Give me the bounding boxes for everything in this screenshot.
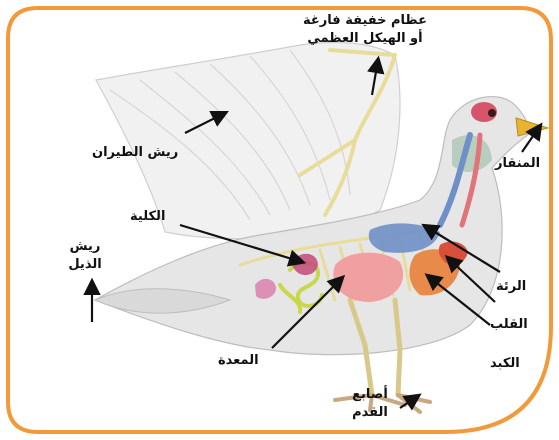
label-heart: القلب bbox=[490, 316, 528, 334]
label-lung: الرئة bbox=[496, 278, 526, 296]
label-tail-feathers-line1: ريش bbox=[55, 238, 115, 256]
label-liver: الكبد bbox=[490, 355, 520, 373]
label-flight-feathers: ريش الطيران bbox=[92, 144, 178, 162]
label-bones-line2: أو الهيكل العظمي bbox=[290, 30, 440, 48]
label-toes: أصابع القدم bbox=[340, 386, 400, 422]
label-tail-feathers: ريش الذيل bbox=[55, 238, 115, 274]
label-toes-line1: أصابع bbox=[340, 386, 400, 404]
label-toes-line2: القدم bbox=[340, 404, 400, 422]
eye bbox=[488, 109, 496, 117]
label-tail-feathers-line2: الذيل bbox=[55, 256, 115, 274]
label-bones: عظام خفيفة فارغة أو الهيكل العظمي bbox=[290, 12, 440, 48]
label-bones-line1: عظام خفيفة فارغة bbox=[290, 12, 440, 30]
label-stomach: المعدة bbox=[218, 352, 259, 370]
label-kidney: الكلية bbox=[130, 208, 165, 226]
label-beak: المنقار bbox=[495, 155, 540, 173]
